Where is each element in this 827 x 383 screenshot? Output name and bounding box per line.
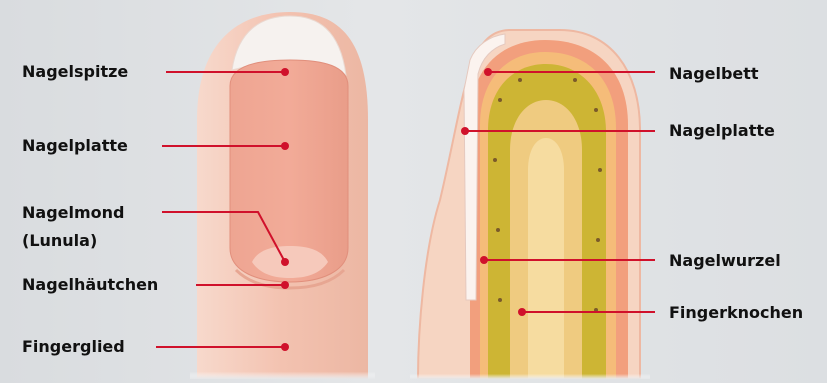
leader-nagelwurzel-dot (480, 256, 488, 264)
leader-nagelhaeutchen-dot (281, 281, 289, 289)
finger-cross-section (410, 30, 650, 379)
label-nagelmond: Nagelmond (22, 203, 124, 222)
leader-nagelplatte-left-dot (281, 142, 289, 150)
label-nagelplatte-left: Nagelplatte (22, 136, 128, 155)
finger-external-view (190, 12, 375, 379)
label-lunula: (Lunula) (22, 231, 97, 250)
label-fingerglied: Fingerglied (22, 337, 125, 356)
label-nagelspitze: Nagelspitze (22, 62, 128, 81)
leader-fingerglied-dot (281, 343, 289, 351)
leader-nagelmond-dot (281, 258, 289, 266)
leader-nagelspitze-dot (281, 68, 289, 76)
label-nagelhaeutchen: Nagelhäutchen (22, 275, 158, 294)
label-fingerknochen: Fingerknochen (669, 303, 803, 322)
label-nagelbett: Nagelbett (669, 64, 759, 83)
leader-nagelbett-dot (484, 68, 492, 76)
leader-fingerknochen-dot (518, 308, 526, 316)
label-nagelwurzel: Nagelwurzel (669, 251, 781, 270)
label-nagelplatte-right: Nagelplatte (669, 121, 775, 140)
leader-nagelplatte-right-dot (461, 127, 469, 135)
